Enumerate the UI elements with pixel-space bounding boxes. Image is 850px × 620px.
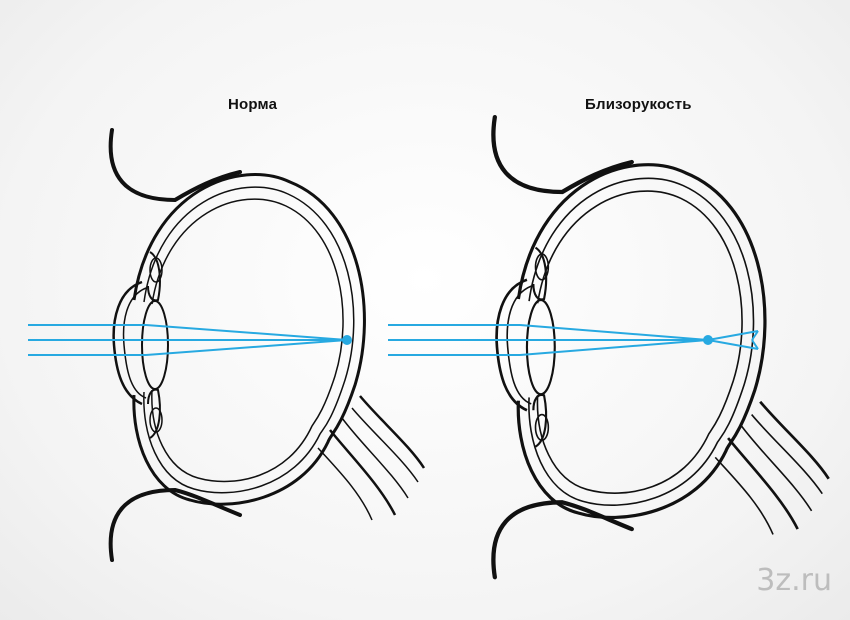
- focal-point-retina: [342, 335, 352, 345]
- normal-eye: [28, 130, 424, 560]
- light-rays-normal: [28, 325, 347, 355]
- light-rays-myopia: [388, 325, 758, 355]
- focal-point-before-retina: [703, 335, 713, 345]
- watermark-logo: 3z.ru: [756, 563, 832, 598]
- myopia-eye: [493, 117, 828, 577]
